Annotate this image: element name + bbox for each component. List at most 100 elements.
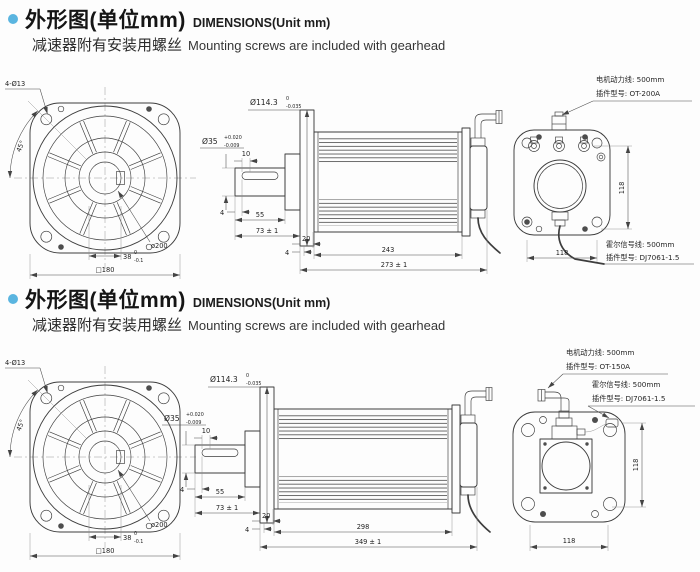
- elbow-connector: [474, 113, 496, 138]
- section-subtitle-en: Mounting screws are included with gearhe…: [188, 38, 446, 53]
- dim-rear-width: 118: [556, 249, 569, 257]
- side-view: Ø114.3 0 -0.035 Ø35 +0.020 -0.009 10 4 5…: [162, 373, 493, 551]
- front-view: 4-Ø13 45° ø200 38 0 -0.1 □180: [5, 359, 196, 560]
- hall-callout: 霍尔信号线: 500mm 插件型号: DJ7061-1.5: [587, 380, 695, 419]
- dim-shaft-dia: Ø35: [202, 137, 218, 146]
- dim-total-length: 349 ± 1: [355, 538, 382, 546]
- dim-rear-height: 118: [618, 182, 626, 195]
- dim-bolt-circle: ø200: [151, 521, 168, 529]
- power-line-label: 电机动力线: 500mm: [566, 348, 634, 357]
- dim-key-offset: 4: [180, 486, 184, 494]
- hall-line-label: 霍尔信号线: 500mm: [606, 240, 674, 249]
- elbow-connector: [545, 391, 570, 411]
- dim-shaft-length: 55: [216, 488, 224, 496]
- dim-front-step: 4: [285, 249, 289, 257]
- dim-keyway: 10: [202, 427, 210, 435]
- rear-plate-face: [512, 411, 626, 523]
- corner-holes: [521, 416, 617, 518]
- power-plug-label: 插件型号: OT-200A: [596, 89, 660, 98]
- power-callout: 电机动力线: 500mm 插件型号: OT-150A: [547, 348, 668, 389]
- dim-front-step: 4: [245, 526, 249, 534]
- dim-shaft-dia-tol-top: +0.020: [224, 135, 242, 141]
- bullet-icon: [8, 14, 18, 24]
- dim-shaft-dia: Ø35: [164, 414, 180, 423]
- section-title-zh: 外形图(单位mm): [25, 289, 186, 312]
- keyway: [241, 171, 279, 180]
- power-callout: 电机动力线: 500mm 插件型号: OT-200A: [561, 75, 692, 116]
- rear-plate: [461, 127, 471, 237]
- section-header-1: 外形图(单位mm) DIMENSIONS(Unit mm) 减速器附有安装用螺丝…: [8, 4, 688, 55]
- spokes: [47, 120, 163, 236]
- dim-shaft-dia-tol-bottom: -0.009: [224, 143, 239, 149]
- section-subtitle-zh: 减速器附有安装用螺丝: [32, 37, 183, 54]
- dim-mounting-holes: 4-Ø13: [5, 359, 25, 367]
- hall-plug-label: 插件型号: DJ7061-1.5: [606, 253, 679, 262]
- dim-key-offset: 4: [220, 209, 224, 217]
- dim-keyway: 10: [242, 150, 250, 158]
- dim-body-dia-tol-bottom: -0.035: [286, 104, 301, 110]
- section-subtitle-zh: 减速器附有安装用螺丝: [32, 317, 183, 334]
- dim-angle: 45°: [15, 139, 27, 153]
- section-title-en: DIMENSIONS(Unit mm): [192, 16, 331, 30]
- dim-mounting-holes: 4-Ø13: [5, 80, 25, 88]
- dim-pilot-tol-top: 0: [134, 531, 137, 537]
- dim-shaft-total: 73 ± 1: [256, 227, 278, 235]
- dimension-drawing-2: 4-Ø13 45° ø200 38 0 -0.1 □180: [5, 348, 695, 560]
- hall-plug-label: 插件型号: DJ7061-1.5: [592, 394, 665, 403]
- corner-holes: [521, 134, 606, 233]
- hall-callout: 霍尔信号线: 500mm 插件型号: DJ7061-1.5: [604, 240, 694, 265]
- dim-pilot-tol-top: 0: [134, 250, 137, 256]
- power-line-label: 电机动力线: 500mm: [596, 75, 664, 84]
- spokes: [47, 399, 163, 515]
- cooling-fins-bottom: [279, 476, 447, 503]
- front-view: 4-Ø13 45° ø200 38 0 -0.1 □180: [5, 80, 196, 279]
- dim-pilot-tol-bottom: -0.1: [134, 539, 143, 545]
- section-subtitle-en: Mounting screws are included with gearhe…: [188, 318, 446, 333]
- junction-box: [469, 145, 488, 211]
- mounting-holes: [40, 105, 170, 251]
- section-title-zh: 外形图(单位mm): [25, 9, 186, 32]
- dim-body-dia-tol-top: 0: [246, 373, 249, 379]
- elbow-connector: [464, 390, 486, 415]
- dim-pilot-tol-bottom: -0.1: [134, 258, 143, 264]
- dim-shaft-length: 55: [256, 211, 264, 219]
- shaft-boss: [284, 153, 301, 211]
- cooling-fins-top: [279, 415, 447, 442]
- dim-flange-thickness: 20: [262, 512, 270, 520]
- power-cable: [477, 217, 501, 254]
- power-plug: [551, 111, 567, 131]
- dimension-drawing-1: 4-Ø13 45° ø200 38 0 -0.1 □180: [5, 75, 694, 279]
- rear-view: 118 118: [512, 389, 646, 551]
- dim-rear-width: 118: [563, 537, 576, 545]
- dim-body-dia: Ø114.3: [210, 375, 238, 384]
- keyway: [201, 448, 239, 457]
- rear-plate: [451, 404, 461, 514]
- dim-body-dia: Ø114.3: [250, 98, 278, 107]
- dim-square: □180: [96, 547, 115, 555]
- dim-bolt-circle: ø200: [151, 242, 168, 250]
- dim-shaft-dia-tol-top: +0.020: [186, 412, 204, 418]
- power-plug-label: 插件型号: OT-150A: [566, 362, 630, 371]
- section-title-en: DIMENSIONS(Unit mm): [192, 296, 331, 310]
- dim-body-length: 243: [382, 246, 395, 254]
- dim-total-length: 273 ± 1: [381, 261, 408, 269]
- side-view: Ø114.3 0 -0.035 Ø35 +0.020 -0.009 10 4 5…: [200, 96, 503, 274]
- dim-body-dia-tol-top: 0: [286, 96, 289, 102]
- encoder-housing: [539, 438, 593, 494]
- shaft-boss: [244, 430, 261, 488]
- cable-gland: [551, 211, 569, 227]
- hall-connector: [605, 418, 619, 428]
- dim-shaft-total: 73 ± 1: [216, 504, 238, 512]
- mounting-holes: [40, 384, 170, 530]
- rear-view: 118 118: [513, 111, 632, 265]
- terminals: [528, 136, 590, 152]
- dim-square: □180: [96, 266, 115, 274]
- section-header-2: 外形图(单位mm) DIMENSIONS(Unit mm) 减速器附有安装用螺丝…: [8, 284, 688, 335]
- bullet-icon: [8, 294, 18, 304]
- dim-rear-height: 118: [632, 459, 640, 472]
- dim-flange-thickness: 20: [302, 235, 310, 243]
- cooling-fins-top: [319, 138, 457, 165]
- dim-shaft-dia-tol-bottom: -0.009: [186, 420, 201, 426]
- cooling-fins-bottom: [319, 199, 457, 226]
